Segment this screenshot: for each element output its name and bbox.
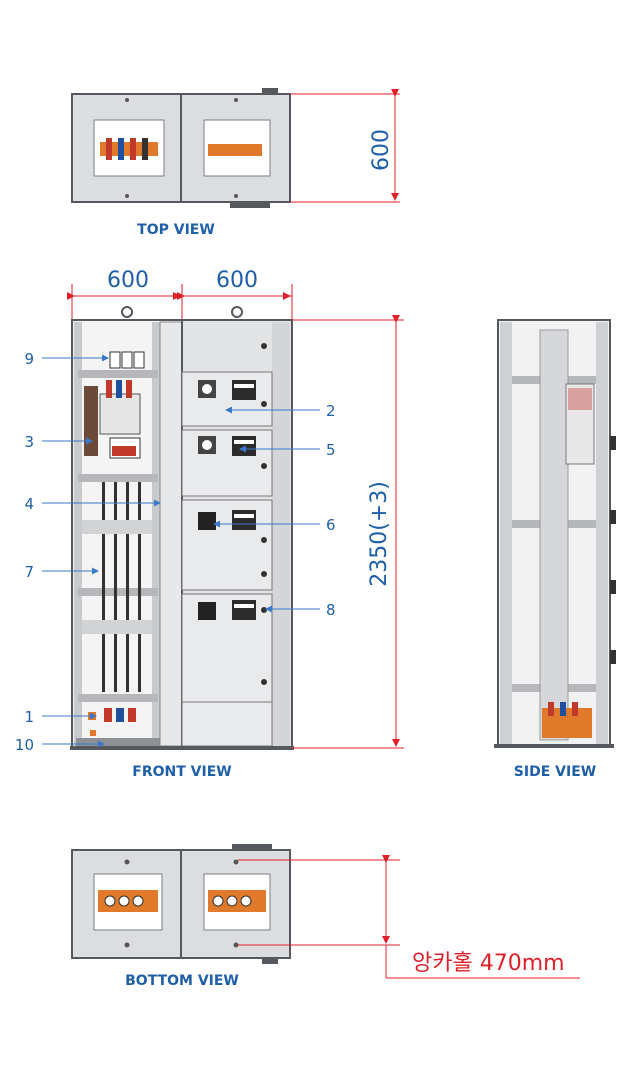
- top-depth-dimension: 600: [369, 129, 394, 171]
- side-view: [494, 319, 616, 748]
- top-view-label: TOP VIEW: [137, 222, 215, 238]
- bottom-view: [71, 844, 580, 979]
- callout-6: 6: [326, 516, 336, 534]
- callout-1: 1: [24, 708, 34, 726]
- bottom-view-label: BOTTOM VIEW: [125, 973, 239, 989]
- front-view: [42, 284, 404, 750]
- callout-10: 10: [15, 736, 34, 754]
- height-dimension: 2350(+3): [367, 481, 392, 587]
- callout-8: 8: [326, 601, 336, 619]
- front-width-right-dimension: 600: [216, 268, 258, 293]
- top-view: [71, 88, 400, 208]
- callout-9: 9: [24, 350, 34, 368]
- anchor-hole-dimension: 앙카홀 470mm: [412, 951, 565, 976]
- front-view-label: FRONT VIEW: [132, 764, 231, 780]
- callout-3: 3: [24, 433, 34, 451]
- side-view-label: SIDE VIEW: [514, 764, 596, 780]
- busbar-top-left: [100, 138, 158, 160]
- busbar-top-right: [208, 144, 262, 156]
- callout-5: 5: [326, 441, 336, 459]
- callout-4: 4: [24, 495, 34, 513]
- callout-2: 2: [326, 402, 336, 420]
- front-width-left-dimension: 600: [107, 268, 149, 293]
- callout-7: 7: [24, 563, 34, 581]
